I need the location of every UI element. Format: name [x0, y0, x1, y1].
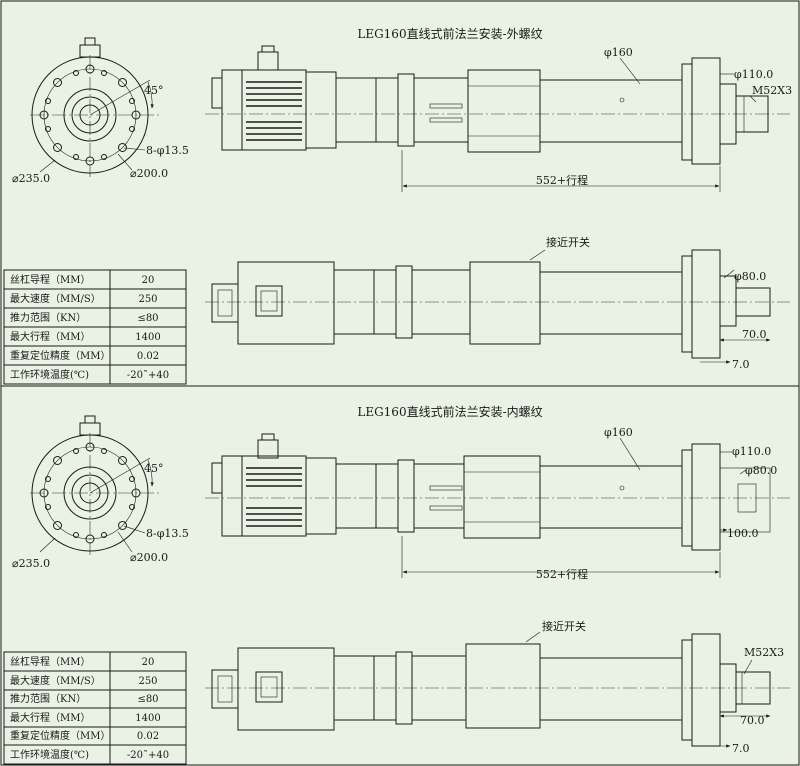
actuator-side-view: 接近开关 φ80.0 70.0 7.0 — [205, 235, 790, 371]
spec-label: 丝杠导程（MM） — [10, 655, 90, 668]
angle-label: 45° — [144, 462, 164, 475]
length-7-label: 7.0 — [732, 358, 750, 371]
section-title: LEG160直线式前法兰安装-外螺纹 — [357, 26, 542, 41]
flange-diameter-label: φ110.0 — [734, 68, 773, 81]
spec-value: 0.02 — [137, 351, 159, 362]
spec-label: 最大行程（MM） — [10, 330, 90, 343]
proximity-switch-label: 接近开关 — [542, 619, 586, 633]
inner-diameter-label: φ80.0 — [745, 464, 777, 477]
outer-diameter-label: ⌀235.0 — [12, 172, 50, 185]
actuator-top-view: 552+行程 φ160 φ110.0 M52X3 — [205, 45, 792, 192]
rod-diameter-label: φ80.0 — [734, 270, 766, 283]
pcd-label: ⌀200.0 — [130, 167, 168, 180]
spec-value: 20 — [142, 657, 155, 668]
spec-value: -20˜+40 — [127, 750, 169, 761]
stroke-label: 552+行程 — [536, 174, 588, 187]
thread-label: M52X3 — [744, 646, 784, 659]
actuator-side-view: 接近开关 M52X3 70.0 7.0 — [205, 619, 790, 755]
spec-value: -20˜+40 — [127, 370, 169, 381]
spec-value: ≤80 — [137, 313, 158, 324]
section-outer-thread: LEG160直线式前法兰安装-外螺纹 — [3, 26, 792, 385]
proximity-switch-label: 接近开关 — [546, 235, 590, 249]
length-100-label: 100.0 — [727, 527, 759, 540]
outer-diameter-label: ⌀235.0 — [12, 557, 50, 570]
spec-value: 20 — [142, 275, 155, 286]
spec-value: 1400 — [135, 713, 160, 724]
body-diameter-label: φ160 — [604, 426, 633, 439]
pcd-label: ⌀200.0 — [130, 551, 168, 564]
actuator-top-view: 552+行程 φ160 φ110.0 φ80.0 100.0 — [205, 426, 790, 581]
stroke-label: 552+行程 — [536, 568, 588, 581]
spec-label: 推力范围（KN） — [10, 692, 86, 705]
spec-label: 工作环境温度(℃) — [10, 368, 89, 381]
flange-end-view: 45° 8-φ13.5 ⌀235.0 ⌀200.0 — [12, 37, 189, 185]
length-70-label: 70.0 — [742, 328, 767, 341]
spec-value: 250 — [138, 676, 157, 687]
spec-table: 丝杠导程（MM） 20 最大速度（MM/S） 250 推力范围（KN） ≤80 … — [3, 651, 187, 765]
spec-value: 0.02 — [137, 731, 159, 742]
flange-end-view: 45° 8-φ13.5 ⌀235.0 ⌀200.0 — [12, 415, 189, 570]
spec-value: 250 — [138, 294, 157, 305]
spec-label: 工作环境温度(℃) — [10, 748, 89, 761]
spec-label: 重复定位精度（MM） — [10, 349, 110, 362]
spec-label: 最大速度（MM/S） — [10, 292, 101, 305]
spec-label: 推力范围（KN） — [10, 311, 86, 324]
flange-diameter-label: φ110.0 — [732, 445, 771, 458]
section-title: LEG160直线式前法兰安装-内螺纹 — [357, 404, 542, 419]
length-7-label: 7.0 — [732, 742, 750, 755]
length-70-label: 70.0 — [740, 714, 765, 727]
thread-label: M52X3 — [752, 84, 792, 97]
angle-label: 45° — [144, 84, 164, 97]
bolt-hole-label: 8-φ13.5 — [146, 527, 189, 540]
spec-value: ≤80 — [137, 694, 158, 705]
spec-table: 丝杠导程（MM） 20 最大速度（MM/S） 250 推力范围（KN） ≤80 … — [3, 269, 187, 385]
body-diameter-label: φ160 — [604, 46, 633, 59]
spec-label: 丝杠导程（MM） — [10, 273, 90, 286]
spec-label: 最大行程（MM） — [10, 711, 90, 724]
spec-label: 最大速度（MM/S） — [10, 674, 101, 687]
spec-value: 1400 — [135, 332, 160, 343]
section-inner-thread: LEG160直线式前法兰安装-内螺纹 — [3, 404, 790, 765]
bolt-hole-label: 8-φ13.5 — [146, 144, 189, 157]
spec-label: 重复定位精度（MM） — [10, 729, 110, 742]
